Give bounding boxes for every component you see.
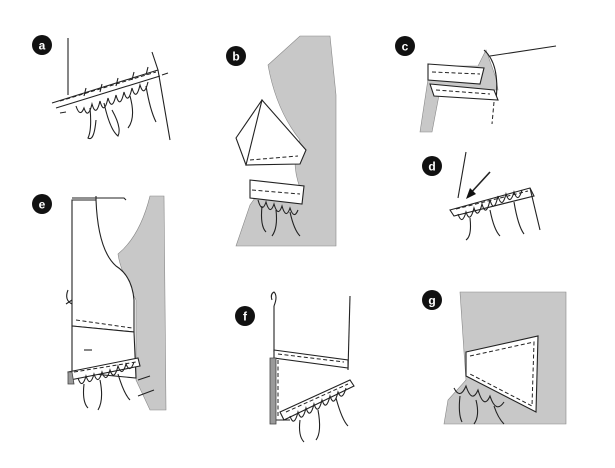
panel-g-illustration: [443, 291, 567, 425]
svg-text:d: d: [428, 160, 435, 174]
svg-text:c: c: [402, 40, 409, 54]
panel-e-illustration: [65, 195, 167, 411]
panel-b-badge: b: [226, 46, 246, 66]
panel-d-badge: d: [422, 156, 442, 176]
panel-c: c: [395, 36, 557, 133]
panel-a-illustration: [51, 38, 171, 141]
svg-text:b: b: [232, 50, 239, 64]
svg-text:g: g: [428, 294, 435, 308]
panel-b-illustration: [235, 35, 337, 247]
svg-text:e: e: [39, 198, 46, 212]
panel-c-badge: c: [395, 36, 415, 56]
panel-f-badge: f: [235, 306, 255, 326]
svg-text:a: a: [39, 39, 46, 53]
panel-f-illustration: [269, 291, 355, 443]
panel-a: a: [32, 35, 171, 141]
panel-d-illustration: [449, 151, 541, 241]
panel-d: d: [422, 151, 541, 241]
panel-e: e: [32, 194, 167, 411]
svg-text:f: f: [243, 310, 248, 324]
panel-g: g: [422, 290, 567, 425]
panel-e-badge: e: [32, 194, 52, 214]
panel-a-badge: a: [32, 35, 52, 55]
panel-b: b: [226, 35, 337, 247]
panel-c-illustration: [419, 45, 557, 133]
panel-g-badge: g: [422, 290, 442, 310]
panel-f: f: [235, 291, 355, 443]
